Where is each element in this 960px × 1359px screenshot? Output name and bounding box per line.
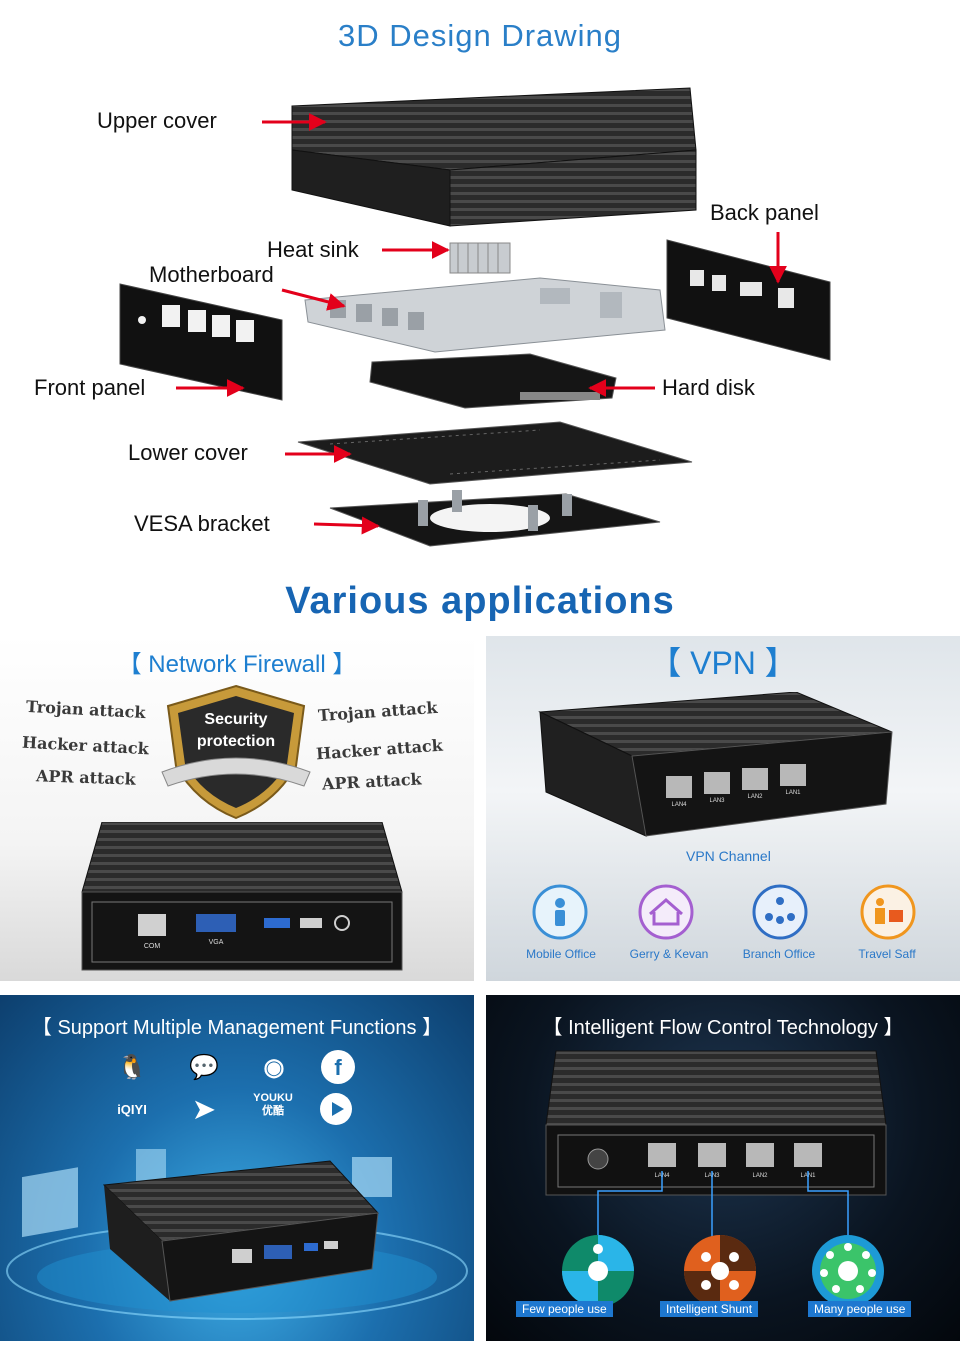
attack-label-right: APR attack: [321, 769, 423, 794]
port-label: LAN1: [785, 790, 801, 796]
port-label: LAN2: [752, 1173, 768, 1179]
vpn-item-label: Mobile Office: [526, 947, 596, 961]
flow-label: Intelligent Shunt: [660, 1301, 759, 1317]
motherboard-part: [304, 277, 666, 353]
vesa-bracket-part: [329, 490, 661, 547]
hard-disk-part: [369, 353, 617, 409]
firewall-title: 【 Network Firewall 】: [117, 651, 357, 678]
youku-icon: YOUKU 优酷: [250, 1087, 296, 1123]
vpn-item-label: Branch Office: [742, 947, 816, 961]
heat-sink-part: [449, 242, 511, 274]
label-back-panel: Back panel: [710, 200, 819, 225]
port-label: VGA: [209, 939, 224, 946]
management-title: 【 Support Multiple Management Functions …: [31, 1017, 443, 1039]
port-label: LAN3: [709, 798, 725, 804]
facebook-icon: f: [320, 1049, 356, 1085]
attack-label-left: Trojan attack: [25, 696, 146, 723]
label-vesa-bracket: VESA bracket: [134, 511, 270, 536]
port-label: LAN2: [747, 794, 763, 800]
vpn-title: 【 VPN 】: [649, 645, 797, 681]
exploded-diagram: [119, 87, 831, 547]
svg-text:f: f: [334, 1055, 342, 1080]
mobile-office-icon: [532, 884, 588, 940]
mini-pc-device: COM VGA: [81, 822, 403, 971]
bird-icon: ➤: [193, 1093, 215, 1124]
firewall-panel: 【 Network Firewall 】 Trojan attack Hacke…: [0, 636, 474, 981]
label-upper-cover: Upper cover: [97, 108, 217, 133]
mini-pc-device: [6, 1149, 468, 1320]
travel-icon: [860, 884, 916, 940]
qq-icon: 🐧: [117, 1053, 147, 1081]
label-front-panel: Front panel: [34, 375, 146, 400]
attack-label-left: APR attack: [35, 766, 136, 789]
back-panel-part: [666, 239, 831, 361]
port-label: LAN4: [671, 802, 687, 808]
youku-label: YOUKU: [253, 1092, 293, 1104]
vpn-item-label: Gerry & Kevan: [629, 947, 709, 961]
branch-office-icon: [752, 884, 808, 940]
flow-label: Many people use: [808, 1301, 912, 1317]
vpn-panel: 【 VPN 】 LAN4 LAN3 LAN2 LAN1 VPN Channel …: [486, 636, 960, 981]
front-panel-part: [119, 283, 283, 401]
attack-label-right: Hacker attack: [315, 735, 444, 764]
wechat-icon: 💬: [189, 1053, 219, 1081]
flow-control-title: 【 Intelligent Flow Control Technology 】: [542, 1017, 904, 1039]
intelligent-shunt-icon: [684, 1235, 756, 1307]
few-people-icon: [562, 1235, 634, 1307]
attack-label-left: Hacker attack: [21, 732, 150, 759]
video-app-icon: [318, 1091, 354, 1127]
label-hard-disk: Hard disk: [662, 375, 755, 400]
mini-pc-device: LAN4 LAN3 LAN2 LAN1: [538, 692, 893, 837]
lower-cover-part: [297, 421, 693, 485]
applications-title: Various applications: [285, 580, 675, 622]
shield-line-2: protection: [197, 733, 275, 750]
label-lower-cover: Lower cover: [128, 440, 248, 465]
vpn-item-label: Travel Saff: [858, 947, 916, 961]
arrow-vesa-bracket: [313, 516, 380, 535]
weibo-icon: ◉: [263, 1053, 285, 1081]
security-shield-icon: Security protection: [161, 684, 311, 820]
flow-control-panel: 【 Intelligent Flow Control Technology 】 …: [486, 995, 960, 1341]
upper-cover-part: [291, 87, 697, 227]
mini-pc-device: LAN4 LAN3 LAN2 LAN1: [545, 1050, 887, 1307]
flow-label: Few people use: [516, 1301, 613, 1317]
attack-label-right: Trojan attack: [317, 697, 439, 726]
many-people-icon: [812, 1235, 884, 1307]
arrow-motherboard: [281, 288, 346, 311]
youku-cn-label: 优酷: [262, 1105, 284, 1117]
vpn-channel-label: VPN Channel: [686, 848, 771, 864]
design-drawing-title: 3D Design Drawing: [337, 18, 623, 53]
label-motherboard: Motherboard: [149, 262, 274, 287]
management-panel: 【 Support Multiple Management Functions …: [0, 995, 474, 1341]
label-heat-sink: Heat sink: [267, 237, 359, 262]
iqiyi-icon: iQIYI: [117, 1101, 147, 1117]
home-icon: [638, 884, 694, 940]
shield-line-1: Security: [204, 711, 267, 728]
port-label: COM: [144, 943, 161, 950]
